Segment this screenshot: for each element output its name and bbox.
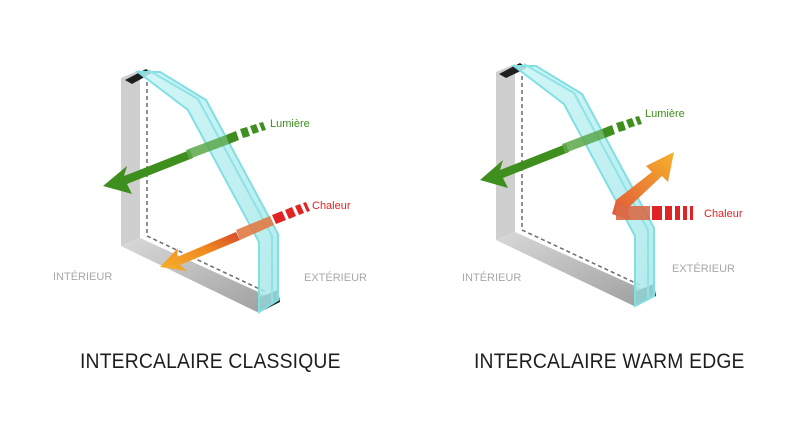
label-heat: Chaleur [312, 200, 351, 212]
heat-arrow-head [160, 232, 240, 271]
label-light: Lumière [645, 108, 685, 120]
light-dash-1 [240, 127, 250, 138]
heat-dash-1 [272, 211, 286, 224]
glass-edge [523, 63, 649, 298]
light-arrow-head [103, 150, 193, 194]
label-inside: INTÉRIEUR [53, 270, 112, 283]
frame-back [496, 64, 515, 240]
heat-dash-2 [285, 207, 296, 219]
heat-reflect-arrow [612, 152, 674, 220]
caption-warm-edge-spacer: INTERCALAIRE WARM EDGE [474, 350, 745, 373]
light-arrow-head [480, 144, 569, 188]
light-arrow-tail [602, 125, 615, 138]
frame-bottom [496, 232, 653, 306]
light-dash-2 [626, 118, 635, 128]
spacer-dashes [146, 82, 267, 293]
light-dash-2 [250, 124, 259, 134]
heat-dash-3 [675, 206, 680, 220]
heat-dash-4 [303, 202, 310, 212]
light-dash-1 [616, 121, 626, 132]
light-arrow-tail [226, 131, 239, 144]
diagram-classic: Lumière Chaleur INTÉRIEUR EXTÉRIEUR [53, 69, 367, 314]
label-light: Lumière [270, 118, 310, 130]
diagram-warm-edge: Lumière Chaleur INTÉRIEUR EXTÉRIEUR [462, 63, 743, 308]
glass-pane [135, 71, 279, 314]
label-outside: EXTÉRIEUR [672, 262, 735, 275]
caption-classic-spacer: INTERCALAIRE CLASSIQUE [80, 350, 341, 373]
heat-dash-1 [652, 206, 662, 220]
light-dash-3 [259, 122, 266, 131]
heat-arrow-body [616, 206, 650, 220]
frame-bottom [121, 238, 276, 312]
label-outside: EXTÉRIEUR [304, 271, 367, 284]
glass-pane [511, 65, 655, 308]
heat-dash-4 [683, 206, 687, 220]
glass-edge [147, 69, 273, 302]
heat-dash-3 [295, 204, 304, 215]
frame-back [121, 70, 140, 246]
heat-dash-2 [665, 206, 672, 220]
heat-dash-5 [690, 206, 693, 220]
light-arrow-body [562, 129, 605, 153]
light-dash-3 [635, 116, 642, 125]
label-inside: INTÉRIEUR [462, 271, 521, 284]
spacer-dashes [521, 76, 643, 287]
heat-arrow-body [236, 216, 274, 240]
label-heat: Chaleur [704, 208, 743, 220]
light-arrow-body [186, 135, 229, 159]
